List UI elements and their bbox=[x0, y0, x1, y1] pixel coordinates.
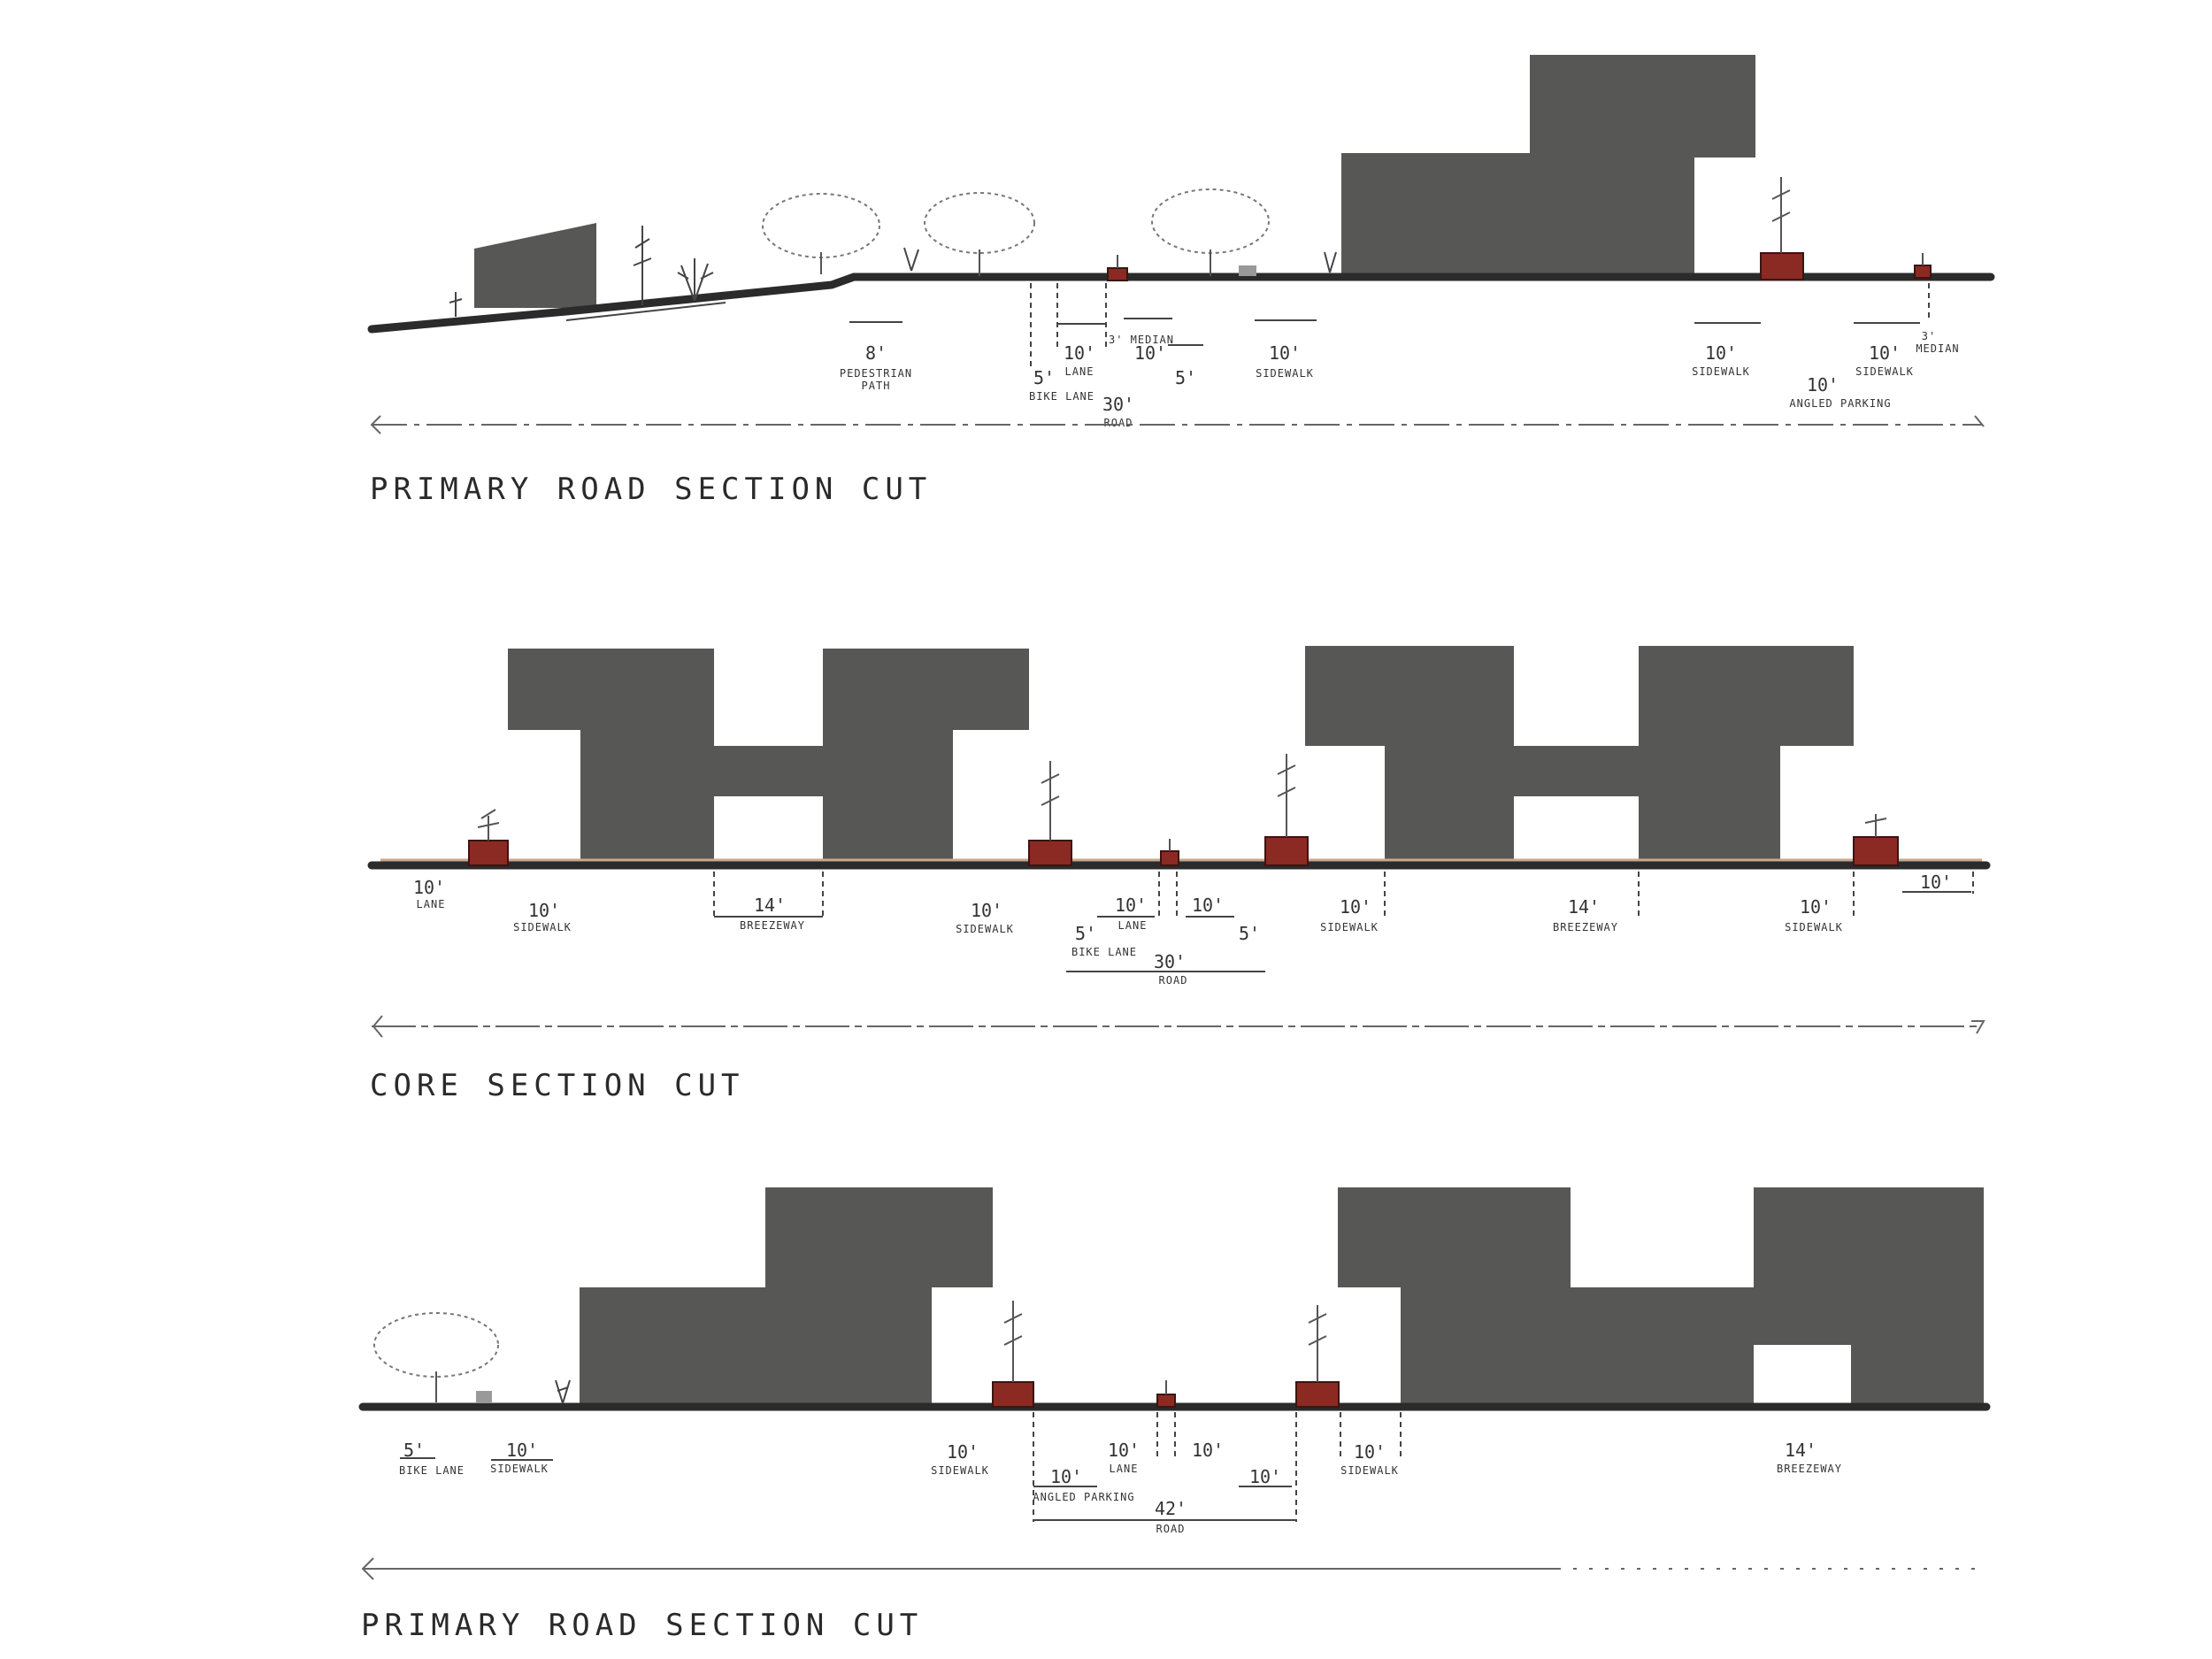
dimension-lines-3 bbox=[400, 1412, 1402, 1522]
svg-text:3': 3' bbox=[1922, 330, 1936, 342]
dimension-labels-2: 10' LANE 10' SIDEWALK 14' BREEZEWAY 10' … bbox=[413, 872, 1952, 987]
svg-text:10': 10' bbox=[1192, 1440, 1224, 1461]
svg-text:BIKE LANE: BIKE LANE bbox=[1071, 946, 1137, 958]
svg-text:5': 5' bbox=[1175, 367, 1196, 388]
svg-text:42': 42' bbox=[1155, 1498, 1187, 1519]
svg-text:ANGLED PARKING: ANGLED PARKING bbox=[1033, 1491, 1134, 1503]
svg-text:14': 14' bbox=[754, 895, 786, 916]
svg-text:SIDEWALK: SIDEWALK bbox=[1785, 921, 1843, 933]
planters-3 bbox=[992, 1301, 1340, 1408]
section-1: 8' PEDESTRIAN PATH 10' LANE 3' MEDIAN 10… bbox=[367, 55, 1995, 507]
svg-text:10': 10' bbox=[1064, 342, 1095, 364]
pavilion-1 bbox=[474, 223, 596, 308]
svg-text:BREEZEWAY: BREEZEWAY bbox=[1777, 1463, 1842, 1475]
svg-text:BIKE LANE: BIKE LANE bbox=[399, 1464, 465, 1477]
svg-text:10': 10' bbox=[947, 1441, 979, 1463]
dimension-labels-1: 8' PEDESTRIAN PATH 10' LANE 3' MEDIAN 10… bbox=[840, 330, 1959, 429]
svg-text:10': 10' bbox=[1269, 342, 1301, 364]
section-title-2: CORE SECTION CUT bbox=[370, 1068, 745, 1103]
ground-line-1 bbox=[367, 273, 1995, 334]
svg-text:BREEZEWAY: BREEZEWAY bbox=[740, 919, 805, 932]
svg-text:10': 10' bbox=[1108, 1440, 1140, 1461]
svg-text:14': 14' bbox=[1568, 896, 1600, 918]
svg-text:10': 10' bbox=[1705, 342, 1737, 364]
section-title-3: PRIMARY ROAD SECTION CUT bbox=[361, 1608, 923, 1643]
svg-text:ROAD: ROAD bbox=[1104, 417, 1133, 429]
svg-text:8': 8' bbox=[865, 342, 887, 364]
svg-text:30': 30' bbox=[1154, 951, 1186, 972]
svg-text:10': 10' bbox=[1800, 896, 1832, 918]
svg-text:5': 5' bbox=[1239, 923, 1260, 944]
building-3a bbox=[580, 1187, 993, 1407]
svg-text:LANE: LANE bbox=[1065, 365, 1094, 378]
svg-text:SIDEWALK: SIDEWALK bbox=[490, 1463, 549, 1475]
building-1a bbox=[1341, 55, 1755, 277]
section-3: 5' BIKE LANE 10' SIDEWALK 10' SIDEWALK 1… bbox=[358, 1187, 1991, 1643]
svg-text:3' MEDIAN: 3' MEDIAN bbox=[1109, 334, 1174, 346]
svg-text:LANE: LANE bbox=[1118, 919, 1148, 932]
svg-text:SIDEWALK: SIDEWALK bbox=[956, 923, 1014, 935]
extent-arrow-2 bbox=[372, 1015, 1985, 1038]
svg-text:30': 30' bbox=[1102, 394, 1134, 415]
svg-text:10': 10' bbox=[1115, 895, 1147, 916]
dimension-labels-3: 5' BIKE LANE 10' SIDEWALK 10' SIDEWALK 1… bbox=[399, 1440, 1842, 1535]
dimension-lines-2 bbox=[713, 872, 1974, 972]
shrubs-1 bbox=[449, 226, 1337, 317]
svg-text:PEDESTRIAN: PEDESTRIAN bbox=[840, 367, 912, 380]
svg-text:10': 10' bbox=[971, 900, 1002, 921]
svg-text:SIDEWALK: SIDEWALK bbox=[1256, 367, 1314, 380]
svg-text:5': 5' bbox=[1075, 923, 1096, 944]
svg-text:10': 10' bbox=[506, 1440, 538, 1461]
planters-1 bbox=[1107, 177, 1932, 281]
svg-text:SIDEWALK: SIDEWALK bbox=[931, 1464, 989, 1477]
svg-text:SIDEWALK: SIDEWALK bbox=[513, 921, 572, 933]
svg-text:10': 10' bbox=[1340, 896, 1371, 918]
svg-text:BREEZEWAY: BREEZEWAY bbox=[1553, 921, 1618, 933]
svg-text:ANGLED PARKING: ANGLED PARKING bbox=[1789, 397, 1891, 410]
svg-text:MEDIAN: MEDIAN bbox=[1916, 342, 1959, 355]
svg-text:PATH: PATH bbox=[862, 380, 891, 392]
svg-text:10': 10' bbox=[413, 877, 445, 898]
building-2b bbox=[1305, 646, 1854, 865]
dimension-lines-1 bbox=[849, 283, 1930, 367]
svg-text:14': 14' bbox=[1785, 1440, 1816, 1461]
planters-2 bbox=[468, 754, 1899, 866]
svg-text:SIDEWALK: SIDEWALK bbox=[1692, 365, 1750, 378]
building-3b bbox=[1338, 1187, 1984, 1407]
svg-text:10': 10' bbox=[1134, 342, 1166, 364]
svg-text:ROAD: ROAD bbox=[1156, 1523, 1186, 1535]
svg-text:10': 10' bbox=[1192, 895, 1224, 916]
svg-text:10': 10' bbox=[1807, 374, 1839, 396]
svg-text:10': 10' bbox=[1249, 1466, 1281, 1487]
svg-text:10': 10' bbox=[1869, 342, 1901, 364]
extent-arrow-3 bbox=[361, 1557, 1982, 1580]
tree-canopies-3 bbox=[373, 1312, 571, 1404]
svg-text:5': 5' bbox=[403, 1440, 425, 1461]
svg-text:5': 5' bbox=[1033, 367, 1055, 388]
svg-text:ROAD: ROAD bbox=[1159, 974, 1188, 987]
svg-text:10': 10' bbox=[1050, 1466, 1082, 1487]
section-title-1: PRIMARY ROAD SECTION CUT bbox=[370, 472, 932, 507]
svg-text:LANE: LANE bbox=[417, 898, 446, 910]
extent-arrow-1 bbox=[370, 415, 1985, 434]
svg-text:SIDEWALK: SIDEWALK bbox=[1320, 921, 1379, 933]
svg-text:LANE: LANE bbox=[1110, 1463, 1139, 1475]
tree-canopies-1 bbox=[762, 188, 1270, 276]
svg-text:10': 10' bbox=[1354, 1441, 1386, 1463]
svg-text:10': 10' bbox=[1920, 872, 1952, 893]
svg-text:SIDEWALK: SIDEWALK bbox=[1340, 1464, 1399, 1477]
section-2: 10' LANE 10' SIDEWALK 14' BREEZEWAY 10' … bbox=[367, 646, 1991, 1103]
svg-text:BIKE LANE: BIKE LANE bbox=[1029, 390, 1094, 403]
svg-text:SIDEWALK: SIDEWALK bbox=[1855, 365, 1914, 378]
building-2a bbox=[508, 649, 1029, 865]
svg-text:10': 10' bbox=[528, 900, 560, 921]
